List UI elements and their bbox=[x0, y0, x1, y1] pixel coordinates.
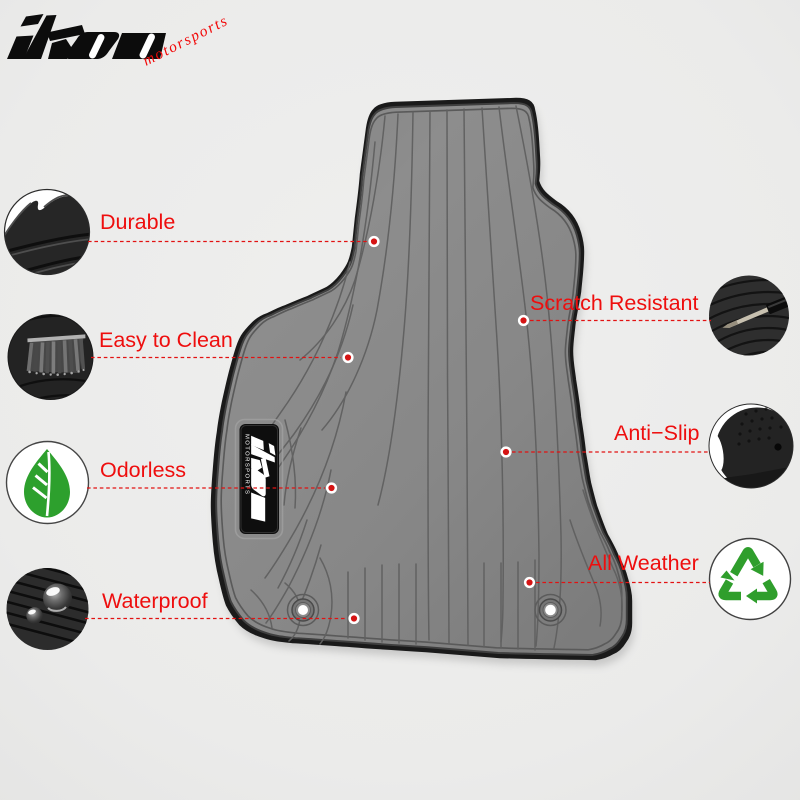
svg-text:Odorless: Odorless bbox=[100, 458, 186, 482]
svg-text:Waterproof: Waterproof bbox=[102, 589, 208, 613]
svg-text:MOTORSPORTS: MOTORSPORTS bbox=[244, 434, 250, 495]
svg-text:Anti−Slip: Anti−Slip bbox=[614, 421, 699, 445]
svg-text:Scratch Resistant: Scratch Resistant bbox=[530, 291, 699, 315]
svg-text:All Weather: All Weather bbox=[588, 551, 699, 575]
svg-text:Durable: Durable bbox=[100, 210, 175, 234]
svg-text:Easy to Clean: Easy to Clean bbox=[99, 328, 233, 352]
